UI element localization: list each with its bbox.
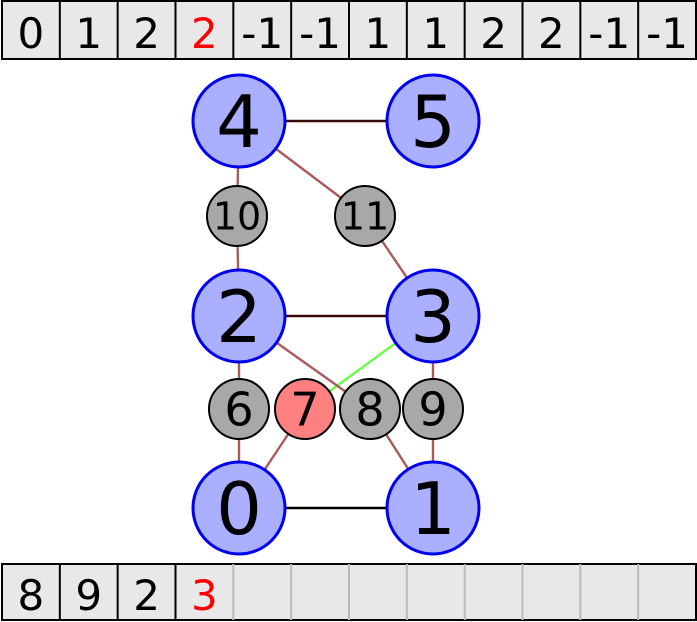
top-array-cell-8: 2 xyxy=(480,9,507,58)
node-circle xyxy=(191,460,287,556)
edge-node-9: 9 xyxy=(402,378,464,440)
top-array-cell-1: 1 xyxy=(75,9,102,58)
node-label: 4 xyxy=(216,80,262,164)
vertex-1: 1 xyxy=(385,460,481,556)
node-label: 2 xyxy=(216,275,262,359)
node-label: 0 xyxy=(216,467,262,551)
edge-node-11: 11 xyxy=(334,185,396,247)
vertex-0: 0 xyxy=(191,460,287,556)
vertex-2: 2 xyxy=(191,268,287,364)
bottom-array-cell-2: 2 xyxy=(133,571,160,620)
top-array-cell-6: 1 xyxy=(365,9,392,58)
node-label: 3 xyxy=(410,275,456,359)
top-array-cell-7: 1 xyxy=(422,9,449,58)
node-circle xyxy=(402,378,464,440)
edge-node-7: 7 xyxy=(274,378,336,440)
vertex-3: 3 xyxy=(385,268,481,364)
bottom-array-cell-1: 9 xyxy=(75,571,102,620)
node-label: 9 xyxy=(418,383,447,437)
vertex-5: 5 xyxy=(385,73,481,169)
edge-node-8: 8 xyxy=(339,378,401,440)
edge-node-6: 6 xyxy=(208,378,270,440)
node-label: 7 xyxy=(290,383,319,437)
node-label: 11 xyxy=(341,195,389,239)
node-label: 6 xyxy=(224,383,253,437)
node-label: 8 xyxy=(355,383,384,437)
bottom-array-cell-0: 8 xyxy=(18,571,45,620)
top-array-cell-4: -1 xyxy=(241,9,283,58)
node-label: 10 xyxy=(213,195,261,239)
top-array-cell-3: 2 xyxy=(191,9,218,58)
node-circle xyxy=(208,378,270,440)
top-array-cell-9: 2 xyxy=(538,9,565,58)
bottom-array-cell-3: 3 xyxy=(191,571,218,620)
vertex-4: 4 xyxy=(191,73,287,169)
edge-node-10: 10 xyxy=(206,185,268,247)
top-array-cell-10: -1 xyxy=(588,9,630,58)
node-circle xyxy=(191,268,287,364)
node-circle xyxy=(385,73,481,169)
node-circle xyxy=(274,378,336,440)
node-circle xyxy=(334,185,396,247)
node-label: 5 xyxy=(410,80,456,164)
node-circle xyxy=(191,73,287,169)
top-array-cell-5: -1 xyxy=(299,9,341,58)
top-array-cell-0: 0 xyxy=(18,9,45,58)
top-array-cell-2: 2 xyxy=(133,9,160,58)
top-array-cell-11: -1 xyxy=(646,9,688,58)
node-circle xyxy=(385,460,481,556)
node-label: 1 xyxy=(410,467,456,551)
node-circle xyxy=(385,268,481,364)
node-circle xyxy=(206,185,268,247)
node-circle xyxy=(339,378,401,440)
